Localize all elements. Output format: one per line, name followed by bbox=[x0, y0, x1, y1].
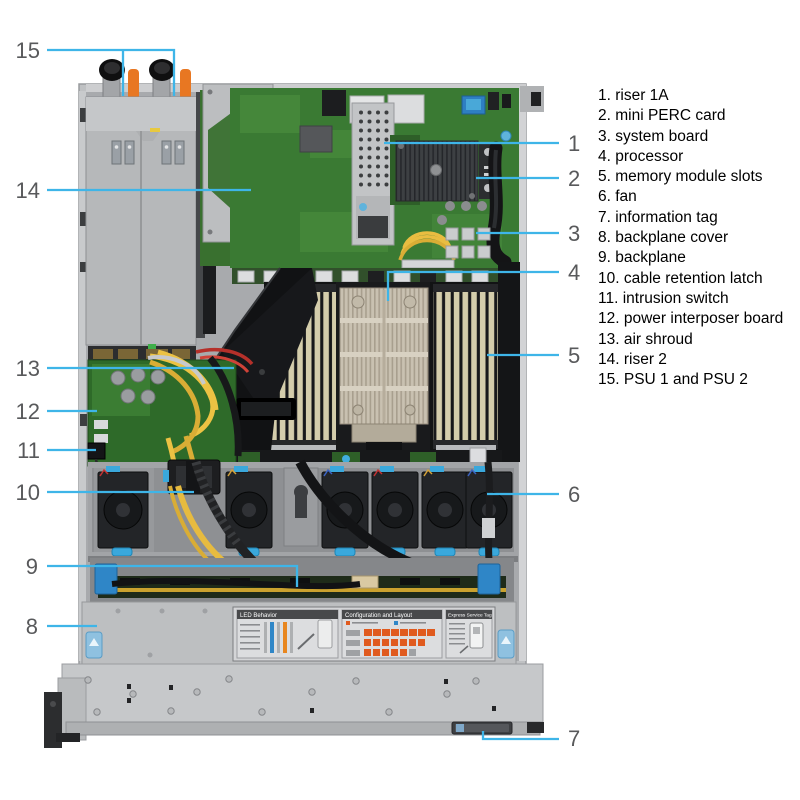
legend-item-8: 8. backplane cover bbox=[598, 229, 729, 247]
legend-item-7: 7. information tag bbox=[598, 208, 718, 226]
blue-standoff bbox=[500, 130, 512, 142]
legend-item-6: 6. fan bbox=[598, 188, 637, 206]
fan bbox=[371, 466, 419, 557]
chip bbox=[299, 125, 333, 153]
cable-label bbox=[482, 518, 495, 538]
callouts: 15 14 13 12 11 10 9 8 1 2 3 4 5 6 7 bbox=[16, 38, 581, 751]
psu-release-tab bbox=[180, 69, 191, 100]
callout-number-7: 7 bbox=[568, 726, 580, 751]
configuration-layout-title: Configuration and Layout bbox=[345, 613, 412, 619]
legend-item-12: 12. power interposer board bbox=[598, 310, 784, 328]
express-service-tag-title: Express Service Tag bbox=[448, 613, 492, 619]
legend-item-5: 5. memory module slots bbox=[598, 168, 763, 186]
callout-number-1: 1 bbox=[568, 131, 580, 156]
callout-number-5: 5 bbox=[568, 343, 580, 368]
fan bbox=[225, 466, 273, 557]
legend-item-1: 1. riser 1A bbox=[598, 87, 669, 104]
led-behavior-sticker: LED Behavior bbox=[236, 609, 339, 659]
backplane-latch bbox=[477, 563, 501, 595]
legend-item-11: 11. intrusion switch bbox=[598, 289, 729, 307]
front-screws bbox=[84, 675, 496, 716]
legend-item-14: 14. riser 2 bbox=[598, 350, 667, 368]
callout-number-10: 10 bbox=[16, 480, 40, 505]
backplane-latch bbox=[94, 563, 118, 595]
fan bbox=[321, 466, 369, 557]
configuration-layout-sticker: Configuration and Layout bbox=[341, 609, 443, 659]
legend-item-4: 4. processor bbox=[598, 147, 684, 165]
right-edge-cover bbox=[498, 262, 520, 462]
callout-number-9: 9 bbox=[26, 554, 38, 579]
riser-1a bbox=[351, 102, 395, 246]
fan bbox=[97, 466, 149, 557]
system-board bbox=[230, 88, 519, 284]
callout-number-8: 8 bbox=[26, 614, 38, 639]
callout-number-11: 11 bbox=[17, 438, 40, 463]
callout-number-15: 15 bbox=[16, 38, 40, 63]
legend: 1. riser 1A 2. mini PERC card 3. system … bbox=[598, 86, 798, 390]
memory-slots-right bbox=[430, 282, 502, 454]
psu-1-and-psu-2 bbox=[85, 59, 197, 362]
callout-number-14: 14 bbox=[16, 178, 40, 203]
processor-heatsink bbox=[336, 282, 436, 454]
backplane-cover: LED Behavior Configuration and Layout bbox=[81, 601, 517, 667]
legend-item-9: 9. backplane bbox=[598, 249, 686, 267]
callout-line-9 bbox=[47, 564, 299, 587]
legend-item-2: 2. mini PERC card bbox=[598, 107, 726, 125]
callout-number-12: 12 bbox=[16, 399, 40, 424]
callout-number-2: 2 bbox=[568, 166, 580, 191]
callout-line-4 bbox=[386, 270, 559, 301]
express-service-tag-sticker: Express Service Tag bbox=[445, 609, 493, 659]
chassis-front bbox=[44, 663, 544, 748]
callout-number-4: 4 bbox=[568, 260, 580, 285]
legend-item-13: 13. air shroud bbox=[598, 330, 693, 348]
callout-number-6: 6 bbox=[568, 482, 580, 507]
callout-number-13: 13 bbox=[16, 356, 40, 381]
psu-vents bbox=[111, 140, 185, 165]
information-tag bbox=[451, 721, 513, 735]
legend-item-15: 15. PSU 1 and PSU 2 bbox=[598, 371, 748, 389]
led-behavior-title: LED Behavior bbox=[240, 613, 277, 619]
fan bbox=[421, 466, 469, 557]
mini-perc-card bbox=[390, 135, 497, 205]
backplane bbox=[90, 558, 514, 602]
service-label-panel: LED Behavior Configuration and Layout bbox=[232, 606, 496, 662]
legend-item-10: 10. cable retention latch bbox=[598, 269, 763, 287]
callout-line-15 bbox=[47, 48, 176, 96]
psu-release-tab bbox=[128, 69, 139, 100]
callout-number-3: 3 bbox=[568, 221, 580, 246]
callout-line-7 bbox=[481, 731, 559, 741]
vrm-components bbox=[437, 201, 491, 259]
legend-item-3: 3. system board bbox=[598, 127, 709, 145]
fan-bay bbox=[88, 462, 518, 562]
